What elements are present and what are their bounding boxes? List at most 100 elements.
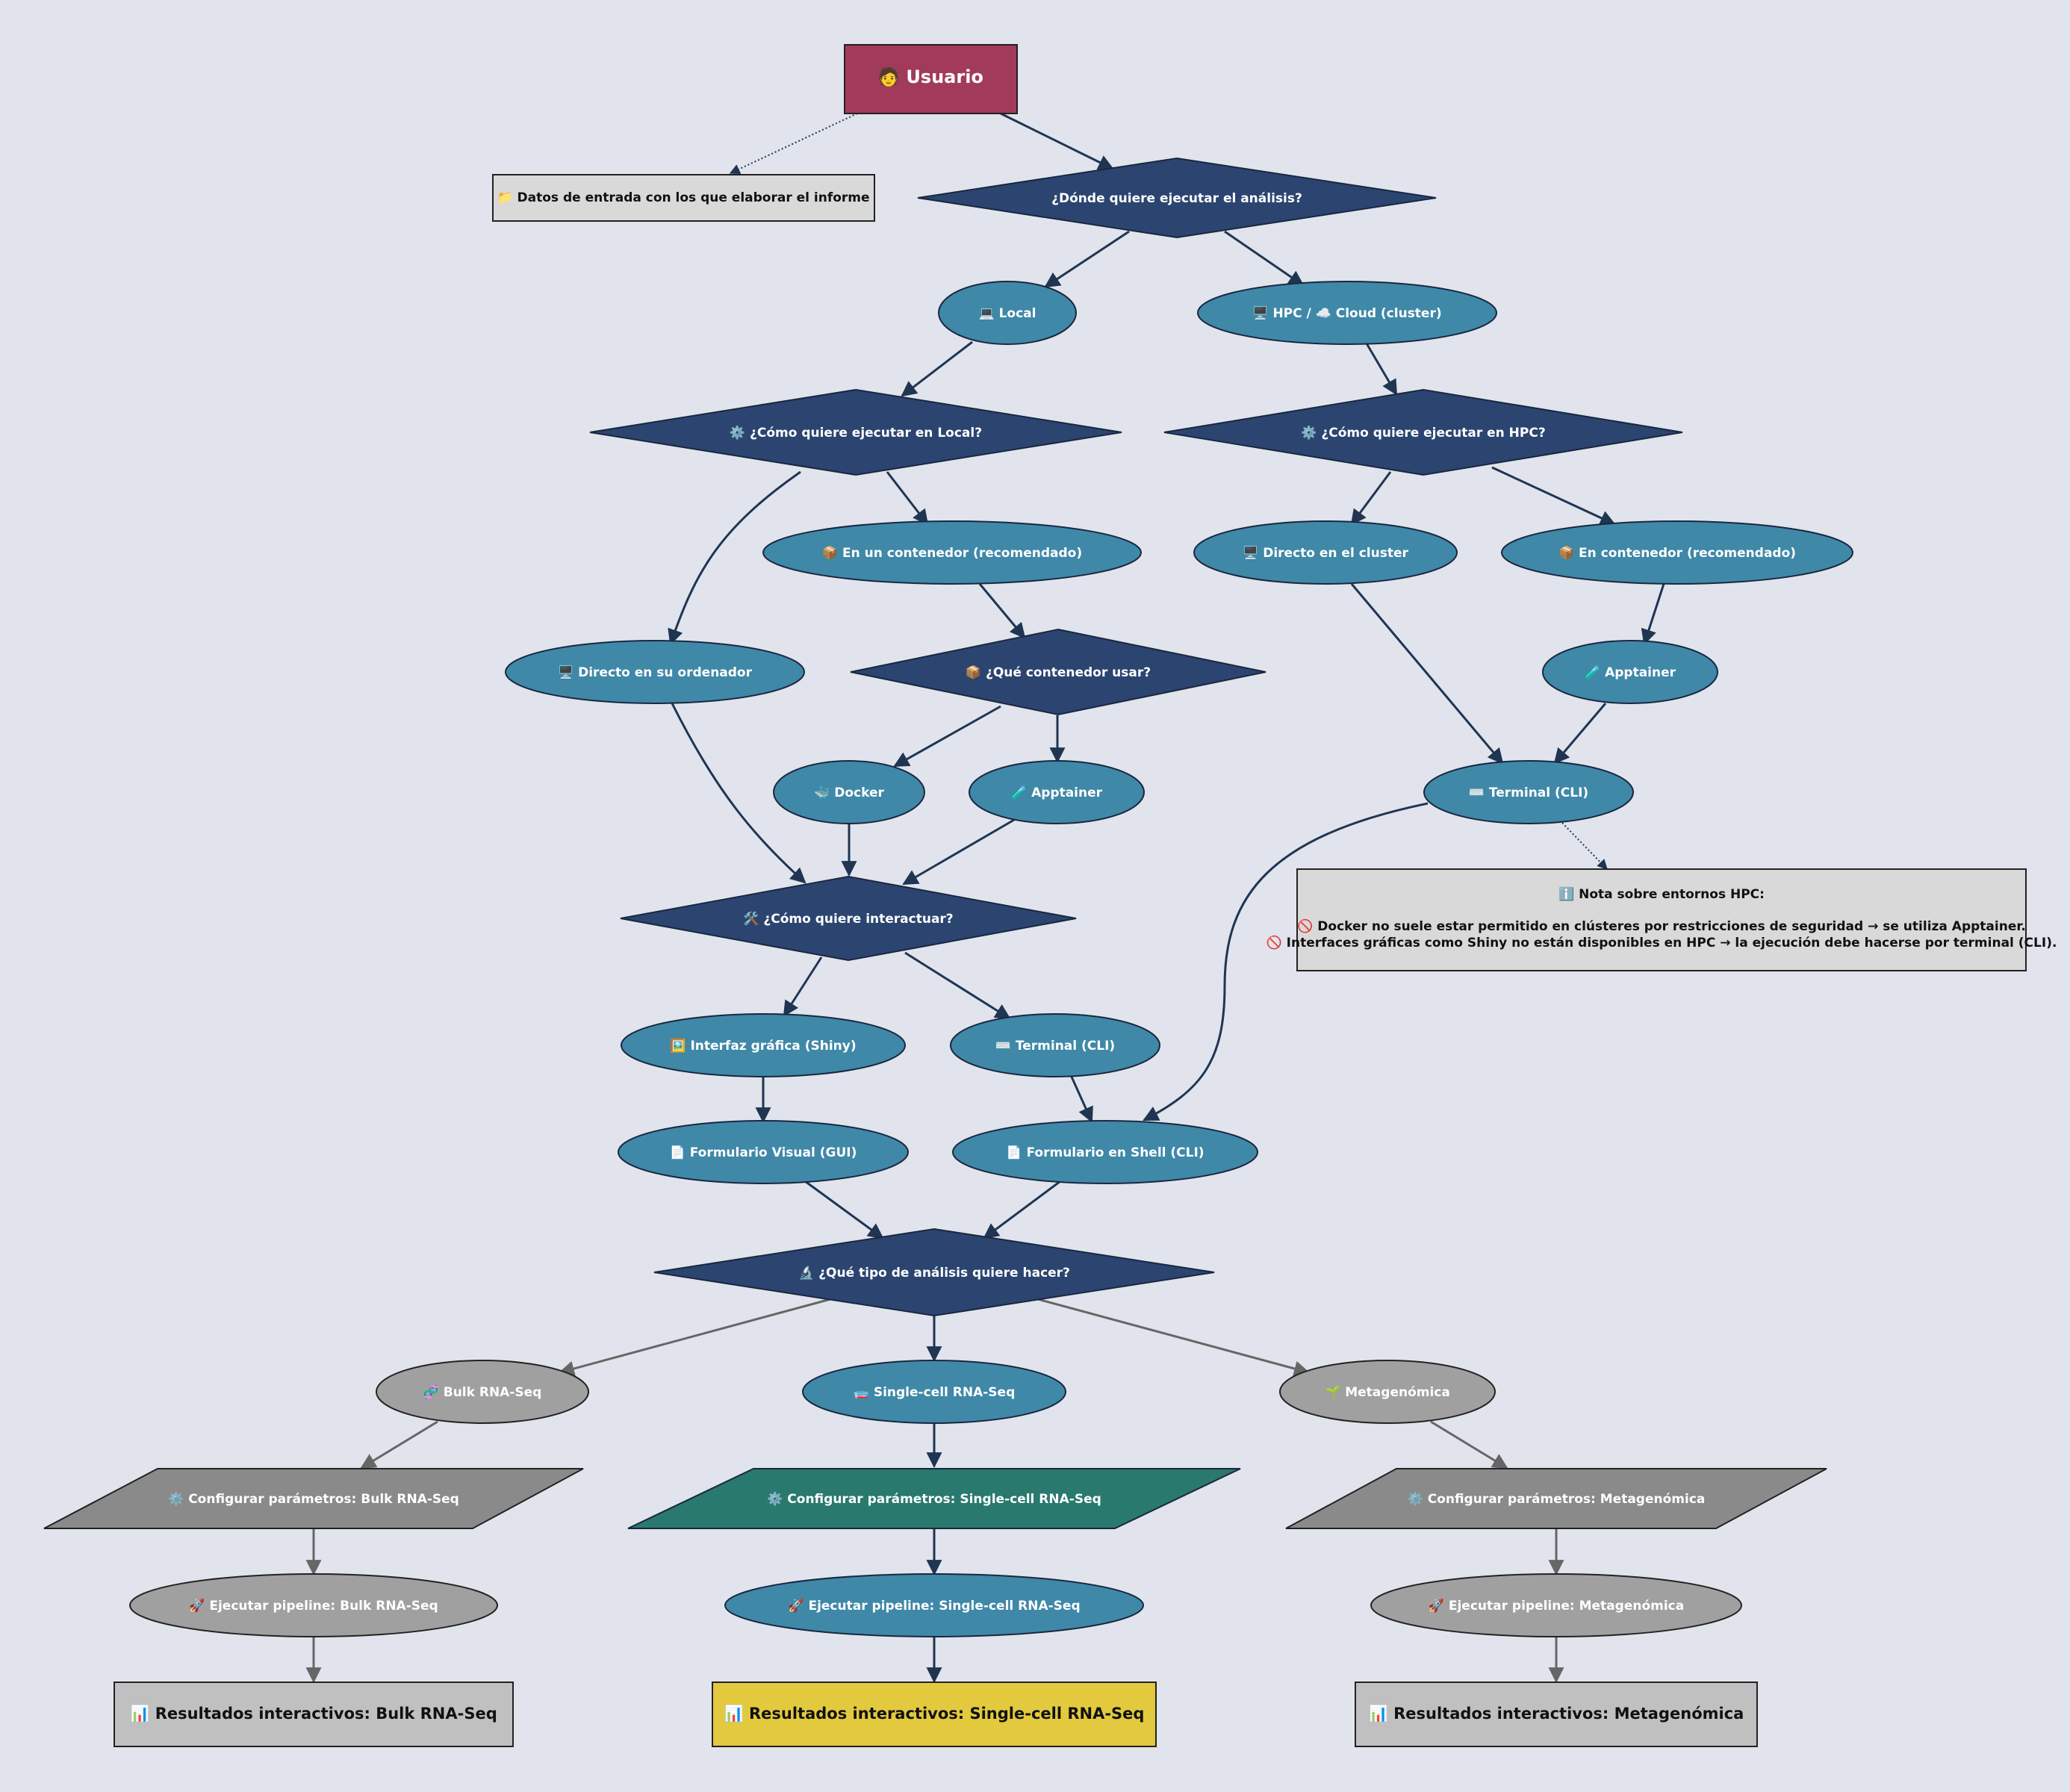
node-apptainer-hpc-label: 🧪 Apptainer (1585, 665, 1676, 680)
node-bulk[interactable]: 🧬 Bulk RNA-Seq (376, 1360, 589, 1424)
node-usuario-label: 🧑 Usuario (877, 66, 983, 87)
node-docker-label: 🐳 Docker (814, 785, 884, 800)
node-nota-line1: 🚫 Docker no suele estar permitido en clú… (1297, 918, 2026, 934)
edge-tipo-meta (1037, 1298, 1311, 1377)
node-config-metagenomica-label: ⚙️ Configurar parámetros: Metagenómica (1408, 1491, 1706, 1507)
edge-apptainer-interactuar (902, 818, 1015, 886)
node-nota-title: ℹ️ Nota sobre entornos HPC: (1558, 886, 1765, 902)
node-directo-ordenador-label: 🖥️ Directo en su ordenador (558, 665, 753, 680)
edge-bulk-conf (360, 1420, 438, 1469)
node-single-cell-label: 🧫 Single-cell RNA-Seq (854, 1385, 1016, 1400)
node-local[interactable]: 💻 Local (938, 281, 1077, 345)
node-decision-tipo-analisis[interactable]: 🔬 ¿Qué tipo de análisis quiere hacer? (653, 1228, 1215, 1317)
node-decision-como-interactuar[interactable]: 🛠️ ¿Cómo quiere interactuar? (620, 875, 1077, 962)
node-datos[interactable]: 📁 Datos de entrada con los que elaborar … (492, 174, 875, 222)
node-terminal-local[interactable]: ⌨️ Terminal (CLI) (950, 1013, 1160, 1077)
edge-donde-local (1044, 230, 1130, 288)
edge-directocluster-terminal (1350, 583, 1504, 765)
node-shiny[interactable]: 🖼️ Interfaz gráfica (Shiny) (621, 1013, 906, 1077)
node-results-single-cell-label: 📊 Resultados interactivos: Single-cell R… (724, 1704, 1145, 1723)
node-nota-hpc[interactable]: ℹ️ Nota sobre entornos HPC: 🚫 Docker no … (1266, 868, 2057, 971)
node-config-bulk-label: ⚙️ Configurar parámetros: Bulk RNA-Seq (168, 1491, 459, 1507)
edge-local-comolocal (901, 340, 973, 397)
node-config-single-cell-label: ⚙️ Configurar parámetros: Single-cell RN… (767, 1491, 1101, 1507)
node-decision-como-interactuar-label: 🛠️ ¿Cómo quiere interactuar? (743, 911, 953, 927)
node-config-bulk[interactable]: ⚙️ Configurar parámetros: Bulk RNA-Seq (43, 1468, 584, 1529)
edge-interactuar-terminal (904, 951, 1011, 1020)
edge-contenedorhpc-apptainer (1641, 583, 1665, 645)
node-results-bulk-label: 📊 Resultados interactivos: Bulk RNA-Seq (130, 1704, 497, 1723)
node-metagenomica-label: 🌱 Metagenómica (1325, 1385, 1450, 1400)
node-apptainer-local-label: 🧪 Apptainer (1011, 785, 1103, 800)
node-directo-cluster[interactable]: 🖥️ Directo en el cluster (1193, 520, 1458, 585)
edge-terminal-nota (1561, 822, 1608, 871)
node-decision-que-contenedor-label: 📦 ¿Qué contenedor usar? (966, 665, 1151, 680)
edge-quecontenedor-docker (893, 705, 1001, 768)
node-contenedor-hpc-label: 📦 En contenedor (recomendado) (1558, 545, 1796, 561)
node-hpc-cloud-label: 🖥️ HPC / ☁️ Cloud (cluster) (1252, 305, 1441, 321)
node-results-bulk[interactable]: 📊 Resultados interactivos: Bulk RNA-Seq (114, 1681, 514, 1747)
edge-interactuar-shiny (783, 956, 823, 1017)
edge-contenedor-quecontenedor (978, 583, 1026, 639)
edge-comohpc-directocluster (1350, 471, 1392, 526)
node-results-metagenomica[interactable]: 📊 Resultados interactivos: Metagenómica (1355, 1681, 1758, 1747)
node-decision-como-local[interactable]: ⚙️ ¿Cómo quiere ejecutar en Local? (589, 388, 1122, 476)
node-bulk-label: 🧬 Bulk RNA-Seq (423, 1384, 542, 1400)
node-contenedor-hpc[interactable]: 📦 En contenedor (recomendado) (1501, 520, 1853, 585)
node-pipeline-bulk[interactable]: 🚀 Ejecutar pipeline: Bulk RNA-Seq (129, 1573, 498, 1637)
node-form-cli[interactable]: 📄 Formulario en Shell (CLI) (952, 1120, 1258, 1184)
edge-tipo-bulk (558, 1298, 831, 1377)
edge-comohpc-contenedorhpc (1491, 466, 1616, 526)
edge-usuario-donde (1000, 112, 1114, 170)
node-pipeline-metagenomica-label: 🚀 Ejecutar pipeline: Metagenómica (1429, 1598, 1684, 1614)
node-docker[interactable]: 🐳 Docker (773, 760, 925, 824)
node-decision-donde-label: ¿Dónde quiere ejecutar el análisis? (1051, 191, 1302, 206)
node-form-gui-label: 📄 Formulario Visual (GUI) (670, 1145, 857, 1160)
node-decision-como-hpc[interactable]: ⚙️ ¿Cómo quiere ejecutar en HPC? (1163, 388, 1683, 476)
node-results-metagenomica-label: 📊 Resultados interactivos: Metagenómica (1369, 1704, 1744, 1723)
node-contenedor-local-label: 📦 En un contenedor (recomendado) (822, 545, 1082, 561)
edge-donde-hpc (1224, 230, 1305, 287)
node-decision-como-hpc-label: ⚙️ ¿Cómo quiere ejecutar en HPC? (1301, 425, 1545, 441)
node-pipeline-bulk-label: 🚀 Ejecutar pipeline: Bulk RNA-Seq (189, 1598, 438, 1614)
node-decision-donde[interactable]: ¿Dónde quiere ejecutar el análisis? (917, 157, 1437, 239)
node-nota-line2: 🚫 Interfaces gráficas como Shiny no está… (1266, 935, 2057, 951)
node-apptainer-hpc[interactable]: 🧪 Apptainer (1542, 640, 1718, 704)
edge-usuario-datos (729, 113, 858, 174)
node-form-cli-label: 📄 Formulario en Shell (CLI) (1006, 1145, 1204, 1160)
node-config-metagenomica[interactable]: ⚙️ Configurar parámetros: Metagenómica (1285, 1468, 1827, 1529)
edge-comolocal-directo (668, 470, 801, 645)
node-terminal-local-label: ⌨️ Terminal (CLI) (995, 1039, 1115, 1054)
node-directo-ordenador[interactable]: 🖥️ Directo en su ordenador (505, 640, 805, 704)
node-decision-como-local-label: ⚙️ ¿Cómo quiere ejecutar en Local? (730, 425, 982, 441)
node-local-label: 💻 Local (979, 306, 1036, 321)
node-terminal-hpc-label: ⌨️ Terminal (CLI) (1469, 785, 1588, 800)
node-usuario[interactable]: 🧑 Usuario (844, 44, 1018, 114)
node-decision-tipo-analisis-label: 🔬 ¿Qué tipo de análisis quiere hacer? (798, 1265, 1070, 1281)
node-metagenomica[interactable]: 🌱 Metagenómica (1279, 1360, 1496, 1424)
node-apptainer-local[interactable]: 🧪 Apptainer (969, 760, 1145, 824)
node-single-cell[interactable]: 🧫 Single-cell RNA-Seq (802, 1360, 1066, 1424)
edge-terminal-formcli (1069, 1074, 1093, 1123)
node-shiny-label: 🖼️ Interfaz gráfica (Shiny) (670, 1038, 856, 1054)
edge-comolocal-contenedor (886, 471, 929, 526)
node-pipeline-metagenomica[interactable]: 🚀 Ejecutar pipeline: Metagenómica (1370, 1573, 1742, 1637)
node-datos-label: 📁 Datos de entrada con los que elaborar … (497, 190, 869, 205)
node-contenedor-local[interactable]: 📦 En un contenedor (recomendado) (762, 520, 1142, 585)
edge-apptainerhpc-terminal (1553, 703, 1607, 765)
node-terminal-hpc[interactable]: ⌨️ Terminal (CLI) (1423, 760, 1634, 824)
node-directo-cluster-label: 🖥️ Directo en el cluster (1243, 545, 1408, 561)
node-hpc-cloud[interactable]: 🖥️ HPC / ☁️ Cloud (cluster) (1197, 281, 1497, 345)
node-config-single-cell[interactable]: ⚙️ Configurar parámetros: Single-cell RN… (627, 1468, 1241, 1529)
edge-formcli-tipo (983, 1180, 1061, 1239)
node-pipeline-single-cell-label: 🚀 Ejecutar pipeline: Single-cell RNA-Seq (788, 1598, 1080, 1614)
edge-directo-interactuar (671, 703, 806, 884)
edge-terminalhpc-formcli (1143, 802, 1429, 1121)
node-results-single-cell[interactable]: 📊 Resultados interactivos: Single-cell R… (712, 1681, 1157, 1747)
node-form-gui[interactable]: 📄 Formulario Visual (GUI) (618, 1120, 909, 1184)
edge-meta-conf (1430, 1420, 1508, 1469)
node-pipeline-single-cell[interactable]: 🚀 Ejecutar pipeline: Single-cell RNA-Seq (724, 1573, 1144, 1637)
node-decision-que-contenedor[interactable]: 📦 ¿Qué contenedor usar? (850, 628, 1266, 716)
edge-hpc-comohpc (1365, 343, 1398, 396)
